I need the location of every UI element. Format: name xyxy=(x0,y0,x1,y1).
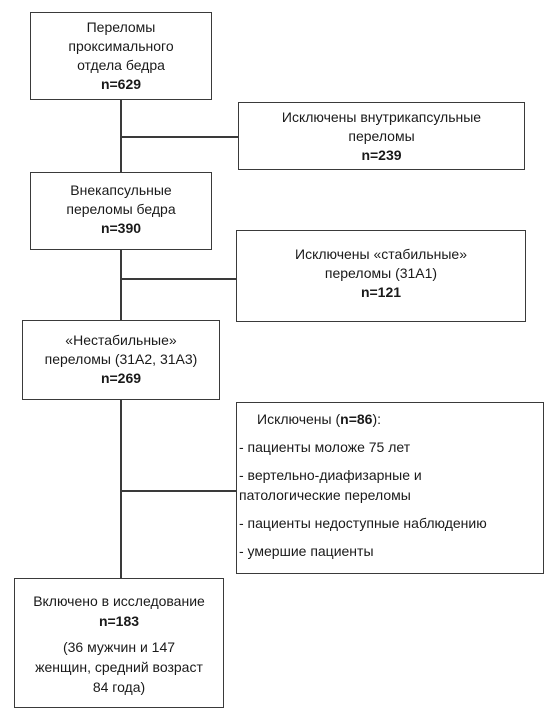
box1-line-3: отдела бедра xyxy=(77,57,165,73)
excl3-count: n=86 xyxy=(340,411,373,427)
excl3-item-3: - пациенты недоступные наблюдению xyxy=(239,515,487,531)
excl1-line-2: переломы xyxy=(348,128,415,144)
branch-line-1 xyxy=(121,136,238,138)
box4-line-1: (36 мужчин и 147 xyxy=(62,639,176,655)
box1-count: n=629 xyxy=(100,76,142,92)
box-unstable-fractures: «Нестабильные» переломы (31А2, 31А3) n=2… xyxy=(22,320,220,400)
box2-line-2: переломы бедра xyxy=(66,201,176,217)
branch-line-3 xyxy=(121,490,236,492)
excl3-title-post: ): xyxy=(372,411,382,427)
excl3-item-2a: - вертельно-диафизарные и xyxy=(239,467,422,483)
excl3-item-4: - умершие пациенты xyxy=(239,543,374,559)
box-extracapsular-fractures: Внекапсульные переломы бедра n=390 xyxy=(30,172,212,250)
excl3-item-2b: патологические переломы xyxy=(239,487,411,503)
excl3-title: Исключены (n=86): xyxy=(239,409,539,429)
box-excluded-intracapsular: Исключены внутрикапсульные переломы n=23… xyxy=(238,102,525,170)
box4-title: Включено в исследование xyxy=(33,593,205,609)
excl2-line-2: переломы (31А1) xyxy=(324,265,438,281)
box-proximal-fractures: Переломы проксимального отдела бедра n=6… xyxy=(30,12,212,100)
box2-count: n=390 xyxy=(100,220,142,236)
box1-line-2: проксимального xyxy=(68,38,174,54)
box1-line-1: Переломы xyxy=(86,19,156,35)
branch-line-2 xyxy=(121,278,236,280)
excl1-count: n=239 xyxy=(361,147,402,163)
excl3-item-1: - пациенты моложе 75 лет xyxy=(239,439,411,455)
box4-count: n=183 xyxy=(98,613,140,629)
box4-line-3: 84 года) xyxy=(92,679,146,695)
excl2-line-1: Исключены «стабильные» xyxy=(295,246,467,262)
box-excluded-criteria: Исключены (n=86): - пациенты моложе 75 л… xyxy=(236,402,544,574)
excl3-title-pre: Исключены ( xyxy=(257,411,341,427)
excl1-line-1: Исключены внутрикапсульные xyxy=(281,109,482,125)
box3-line-1: «Нестабильные» xyxy=(65,332,177,348)
box4-line-2: женщин, средний возраст xyxy=(35,659,203,675)
box3-count: n=269 xyxy=(100,370,142,386)
box3-line-2: переломы (31А2, 31А3) xyxy=(44,351,198,367)
box-excluded-stable: Исключены «стабильные» переломы (31А1) n… xyxy=(236,230,526,322)
box-included-study: Включено в исследование n=183 (36 мужчин… xyxy=(14,578,224,708)
box2-line-1: Внекапсульные xyxy=(70,182,172,198)
excl2-count: n=121 xyxy=(360,284,402,300)
